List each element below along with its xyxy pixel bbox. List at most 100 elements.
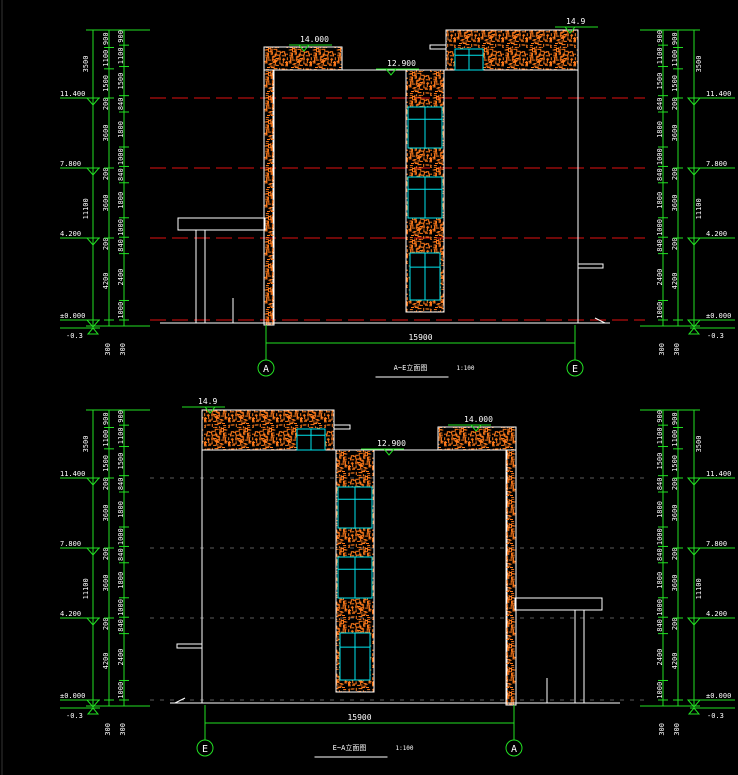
level-label: ±0.000 <box>706 692 731 700</box>
ruler-middle-label: 1100 <box>102 430 110 447</box>
ruler-base-label: 300 <box>658 723 666 736</box>
ruler-inner-label: 1000 <box>117 528 125 545</box>
ruler-inner-label: 1800 <box>117 192 125 209</box>
ruler-inner-label: 1000 <box>656 682 664 699</box>
level-triangle <box>686 477 702 486</box>
ruler-inner-label: 1100 <box>117 47 125 64</box>
ruler-inner-label: 1100 <box>117 427 125 444</box>
ruler-middle-label: 200 <box>671 478 679 491</box>
level-triangle <box>686 547 702 556</box>
ruler-outer-label: 3500 <box>695 56 703 73</box>
ruler-middle-label: 3600 <box>102 505 110 522</box>
ruler-middle-label: 900 <box>671 32 679 45</box>
level-label: 4.200 <box>706 610 727 618</box>
level-label: 7.800 <box>60 160 81 168</box>
level-label: 11.400 <box>706 90 731 98</box>
roof-ledge <box>333 424 351 430</box>
level-marker-triangle <box>297 44 311 52</box>
ground-level-triangle <box>687 707 701 715</box>
ruler-base-label: 300 <box>119 343 127 356</box>
ruler-inner-label: 840 <box>117 239 125 252</box>
ruler-inner-label: 1000 <box>117 219 125 236</box>
ruler-inner-label: 1100 <box>656 427 664 444</box>
axis-bubble <box>257 359 275 377</box>
entrance-canopy <box>177 217 266 231</box>
level-label: 11.400 <box>60 470 85 478</box>
side-ledge <box>176 643 203 649</box>
axis-label: E <box>202 744 208 755</box>
level-label: 7.800 <box>706 160 727 168</box>
ruler-outer-label: 3500 <box>695 436 703 453</box>
ruler-inner-label: 1000 <box>117 302 125 319</box>
ruler-outer-label: 11100 <box>695 198 703 219</box>
roof-block <box>445 29 579 71</box>
axis-bubble <box>196 739 214 757</box>
ruler-inner-label: 2400 <box>656 269 664 286</box>
level-marker-triangle <box>382 448 396 456</box>
ruler-inner-label: 900 <box>656 30 664 43</box>
ruler-middle-label: 200 <box>102 168 110 181</box>
canopy-post <box>574 609 585 704</box>
roof-level-mid: 14.000 <box>464 415 493 424</box>
side-ledge <box>577 263 604 269</box>
roof-level-mid: 14.000 <box>300 35 329 44</box>
ruler-middle-label: 3600 <box>102 575 110 592</box>
ruler-middle-label: 1500 <box>671 455 679 472</box>
ruler-inner-label: 1000 <box>656 219 664 236</box>
drawing-scale: 1:100 <box>456 365 474 372</box>
level-marker-triangle <box>563 26 577 34</box>
ruler-inner-label: 900 <box>117 30 125 43</box>
ruler-middle-label: 1500 <box>671 75 679 92</box>
ruler-middle-label: 200 <box>671 98 679 111</box>
overall-dimension: 15900 <box>347 713 371 722</box>
ruler-middle-label: 200 <box>671 548 679 561</box>
ruler-middle-label: 1100 <box>671 50 679 67</box>
ruler-inner-label: 1000 <box>117 682 125 699</box>
ruler-inner-label: 2400 <box>656 649 664 666</box>
ruler-middle-label: 1100 <box>671 430 679 447</box>
ruler-inner-label: 1000 <box>117 599 125 616</box>
ground-level-triangle <box>687 327 701 335</box>
ground-line <box>594 317 606 324</box>
ruler-outer-label: 11100 <box>695 578 703 599</box>
ruler-middle-label: 3600 <box>671 195 679 212</box>
ruler-inner-label: 840 <box>117 478 125 491</box>
level-triangle <box>85 617 101 626</box>
ruler-inner-label: 840 <box>656 478 664 491</box>
ruler-middle-label: 3600 <box>102 125 110 142</box>
ruler-inner-label: 840 <box>117 548 125 561</box>
level-triangle <box>686 617 702 626</box>
ruler-inner-label: 1800 <box>656 121 664 138</box>
ruler-inner-label: 1000 <box>656 148 664 165</box>
ruler-inner-label: 840 <box>656 98 664 111</box>
ruler-outer-label: 3500 <box>82 56 90 73</box>
level-label: -0.3 <box>66 332 83 340</box>
level-label: ±0.000 <box>60 692 85 700</box>
ruler-inner-label: 900 <box>656 410 664 423</box>
ruler-inner-label: 840 <box>656 619 664 632</box>
level-triangle <box>686 319 702 328</box>
entrance-canopy <box>514 597 603 611</box>
ruler-outer-label: 11100 <box>82 198 90 219</box>
ruler-middle-label: 4200 <box>671 273 679 290</box>
canopy-post <box>195 229 206 324</box>
ruler-inner-label: 900 <box>117 410 125 423</box>
roof-ledge <box>429 44 447 50</box>
ruler-inner-label: 1800 <box>656 192 664 209</box>
ruler-middle-label: 200 <box>102 98 110 111</box>
ruler-middle-label: 900 <box>102 412 110 425</box>
level-marker-triangle <box>384 68 398 76</box>
ruler-inner-label: 840 <box>117 619 125 632</box>
ruler-inner-label: 1000 <box>656 528 664 545</box>
ruler-middle-label: 200 <box>102 618 110 631</box>
ruler-inner-label: 840 <box>117 168 125 181</box>
ruler-inner-label: 1500 <box>656 453 664 470</box>
ruler-outer-label: 3500 <box>82 436 90 453</box>
ruler-inner-label: 840 <box>117 98 125 111</box>
roof-level-stair: 12.900 <box>387 59 416 68</box>
ruler-middle-label: 4200 <box>102 273 110 290</box>
ruler-inner-label: 1800 <box>656 572 664 589</box>
level-label: 4.200 <box>60 610 81 618</box>
level-triangle <box>85 237 101 246</box>
